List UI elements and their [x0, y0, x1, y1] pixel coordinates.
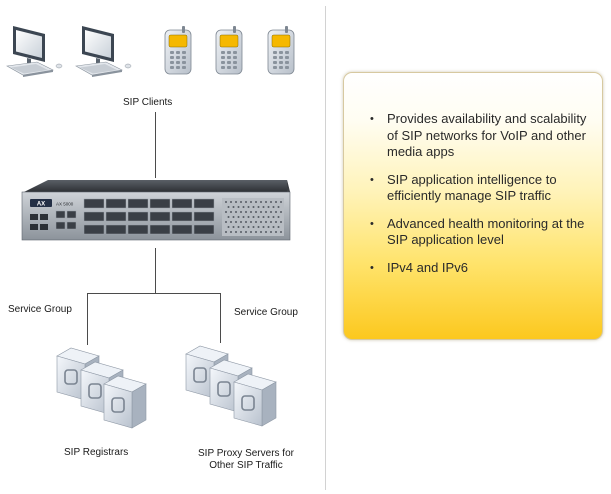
server-icon [103, 375, 147, 429]
computer-icon [6, 25, 63, 78]
feature-item: • IPv4 and IPv6 [370, 260, 598, 277]
bullet-icon: • [370, 113, 374, 125]
network-diagram: AX AX 5000 [6, 25, 295, 429]
bullet-icon: • [370, 217, 374, 230]
feature-item-text: IPv4 and IPv6 [387, 259, 468, 275]
brand-badge [30, 199, 52, 207]
sip-proxy-label: SIP Proxy Servers for Other SIP Traffic [186, 448, 306, 472]
computer-icon [75, 25, 132, 78]
device-brand-label: AX [37, 202, 45, 208]
connector-lines [87, 112, 221, 345]
mobile-phone-icon [164, 25, 192, 75]
sip-proxy-label-line2: Other SIP Traffic [209, 460, 283, 471]
service-group-right-label: Service Group [234, 307, 298, 318]
feature-item: • SIP application intelligence to efficie… [370, 172, 598, 205]
mobile-phone-icon [267, 25, 295, 75]
network-ports [55, 198, 215, 235]
load-balancer-device: AX AX 5000 [21, 180, 291, 241]
device-model-label: AX 5000 [56, 202, 74, 207]
feature-item-text: Provides availability and scalability of… [387, 111, 587, 159]
feature-item-text: SIP application intelligence to efficien… [387, 171, 557, 204]
vent-grille [222, 198, 284, 236]
vertical-divider [325, 6, 326, 490]
bullet-icon: • [370, 173, 374, 186]
sip-registrars-label: SIP Registrars [64, 447, 129, 458]
service-group-left-label: Service Group [8, 304, 72, 315]
feature-item: • Advanced health monitoring at the SIP a… [370, 216, 598, 249]
sip-clients-label: SIP Clients [123, 97, 173, 108]
feature-item: • Provides availability and scalability o… [370, 111, 598, 161]
bullet-icon: • [370, 261, 374, 274]
features-panel: • Provides availability and scalability o… [343, 72, 603, 340]
server-icon [233, 373, 277, 427]
mobile-phone-icon [215, 25, 243, 75]
feature-item-text: Advanced health monitoring at the SIP ap… [387, 215, 585, 248]
features-list: • Provides availability and scalability o… [370, 111, 598, 287]
sip-proxy-label-line1: SIP Proxy Servers for [198, 448, 294, 459]
